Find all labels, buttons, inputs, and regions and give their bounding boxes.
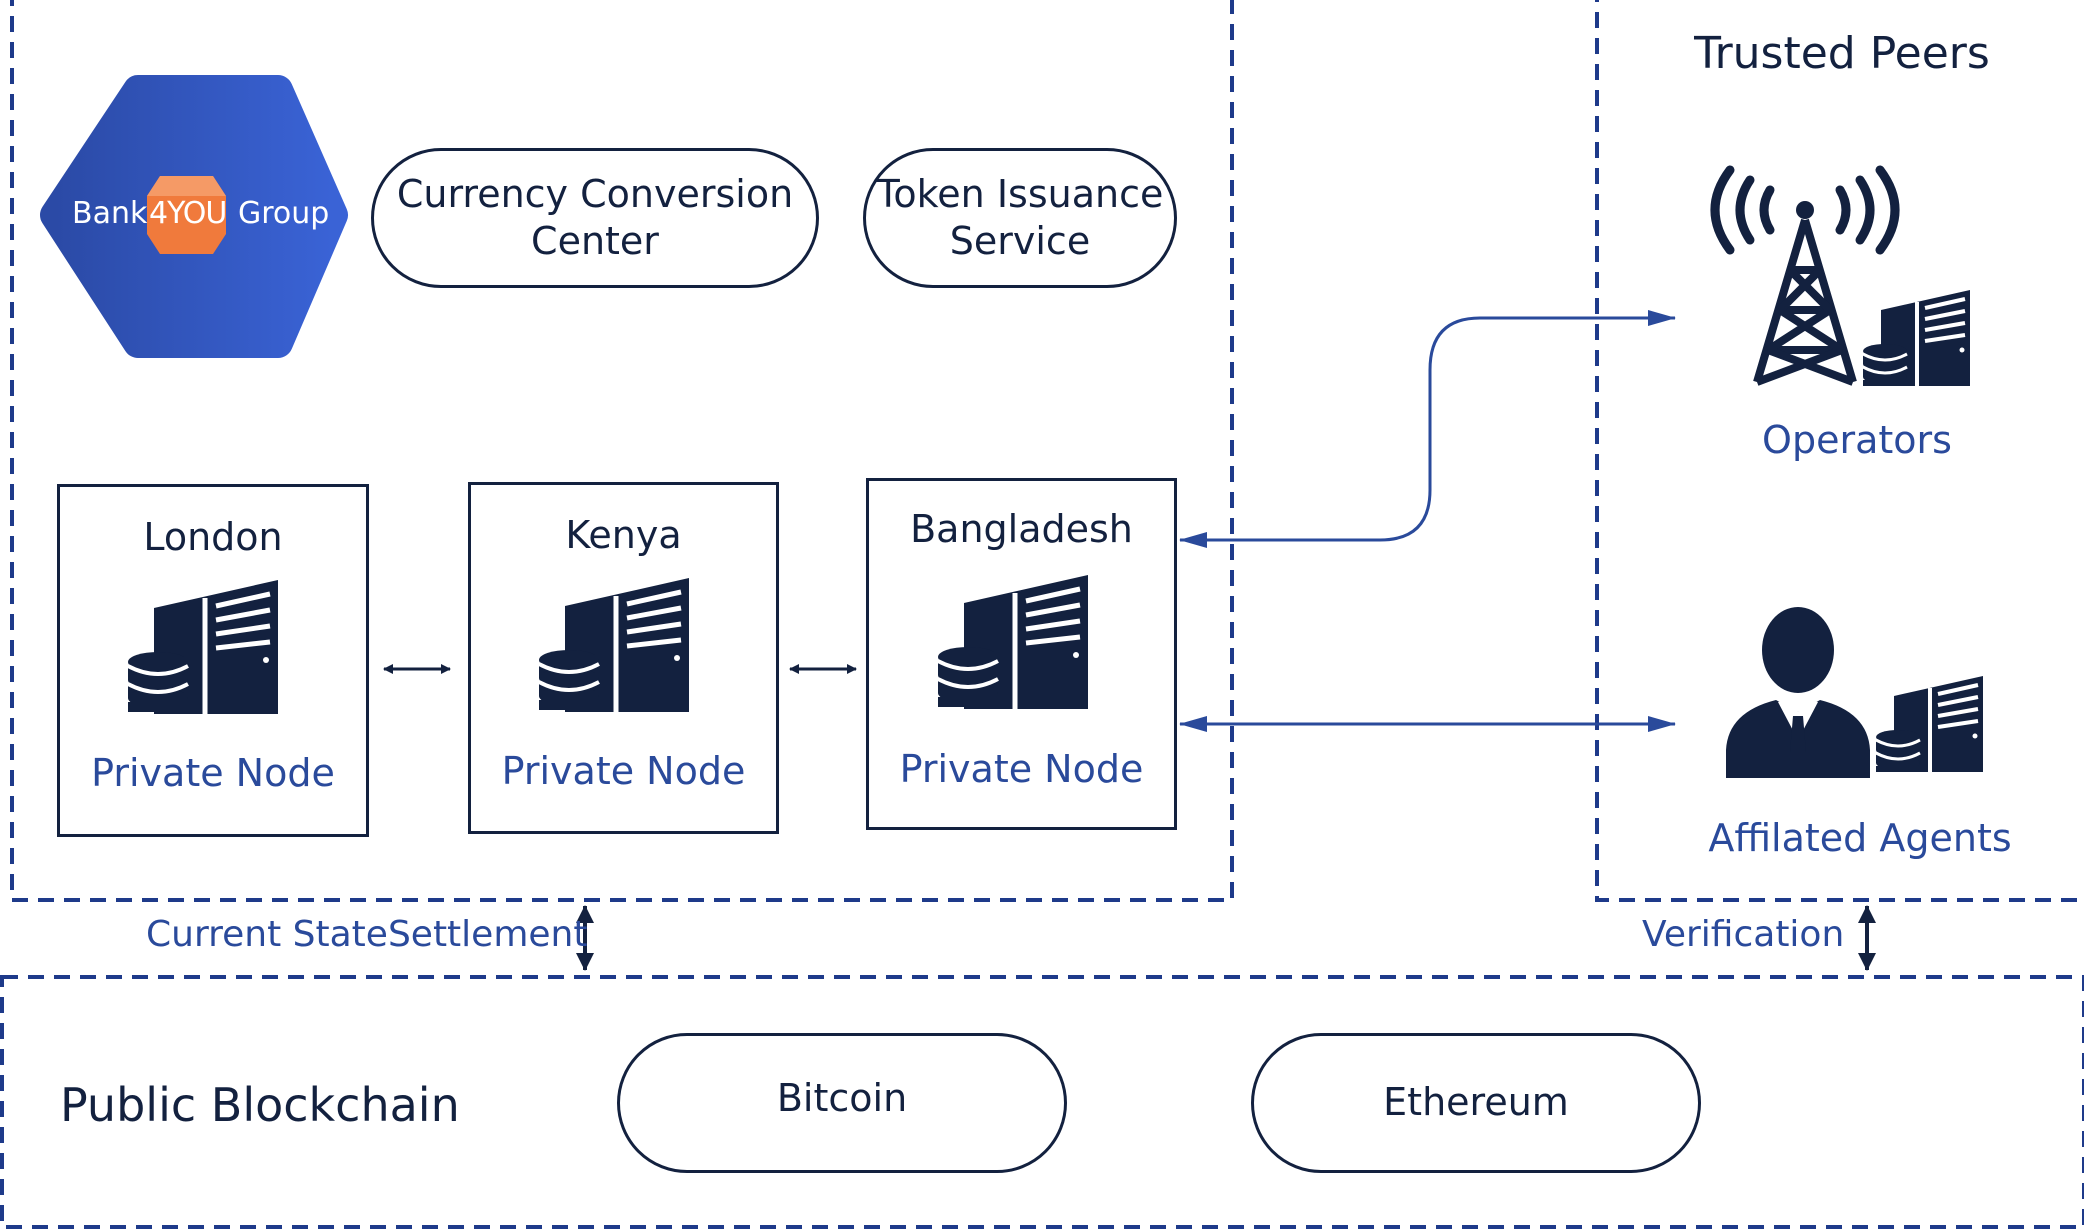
service-line1: Currency Conversion — [396, 171, 794, 216]
server-database-icon — [127, 580, 278, 714]
node-label: Private Node — [501, 749, 746, 793]
affilated-agents-label: Affilated Agents — [1708, 816, 2012, 860]
bank-logo-accent-shade — [147, 176, 226, 196]
node-label: Private Node — [91, 751, 335, 795]
chain-label: Ethereum — [1383, 1080, 1569, 1125]
currency-conversion-center: Currency Conversion Center — [371, 148, 819, 288]
settlement-label: Current StateSettlement — [146, 914, 588, 955]
logo-word-mid: 4YOU — [149, 196, 227, 231]
logo-word-left: Bank — [72, 196, 148, 231]
service-line2: Service — [949, 219, 1091, 263]
chain-label: Bitcoin — [776, 1076, 908, 1121]
public-blockchain-container — [0, 975, 2084, 1229]
trusted-peers-container — [1595, 0, 2084, 902]
server-database-icon — [937, 575, 1088, 709]
verification-label: Verification — [1642, 914, 1845, 955]
trusted-peers-title: Trusted Peers — [1694, 28, 1990, 79]
person-server-icon — [1726, 607, 1983, 778]
node-city: Bangladesh — [910, 507, 1133, 551]
node-city: Kenya — [565, 513, 682, 557]
node-label: Private Node — [899, 747, 1144, 791]
service-line1: Token Issuance — [876, 171, 1164, 216]
bangladesh-operators-arrow — [1179, 310, 1676, 548]
public-blockchain-title: Public Blockchain — [60, 1078, 460, 1132]
node-city: London — [143, 515, 283, 559]
bitcoin-pill: Bitcoin — [617, 1033, 1067, 1173]
logo-word-right: Group — [238, 196, 330, 231]
ethereum-pill: Ethereum — [1251, 1033, 1701, 1173]
node-bangladesh: Bangladesh Private Node — [866, 478, 1177, 830]
operators-label: Operators — [1762, 418, 1952, 462]
node-london: London Private Node — [57, 484, 369, 837]
cell-tower-server-icon — [1710, 165, 1970, 386]
token-issuance-service: Token Issuance Service — [863, 148, 1177, 288]
service-line2: Center — [531, 219, 659, 263]
server-database-icon — [538, 578, 689, 712]
node-kenya: Kenya Private Node — [468, 482, 779, 834]
